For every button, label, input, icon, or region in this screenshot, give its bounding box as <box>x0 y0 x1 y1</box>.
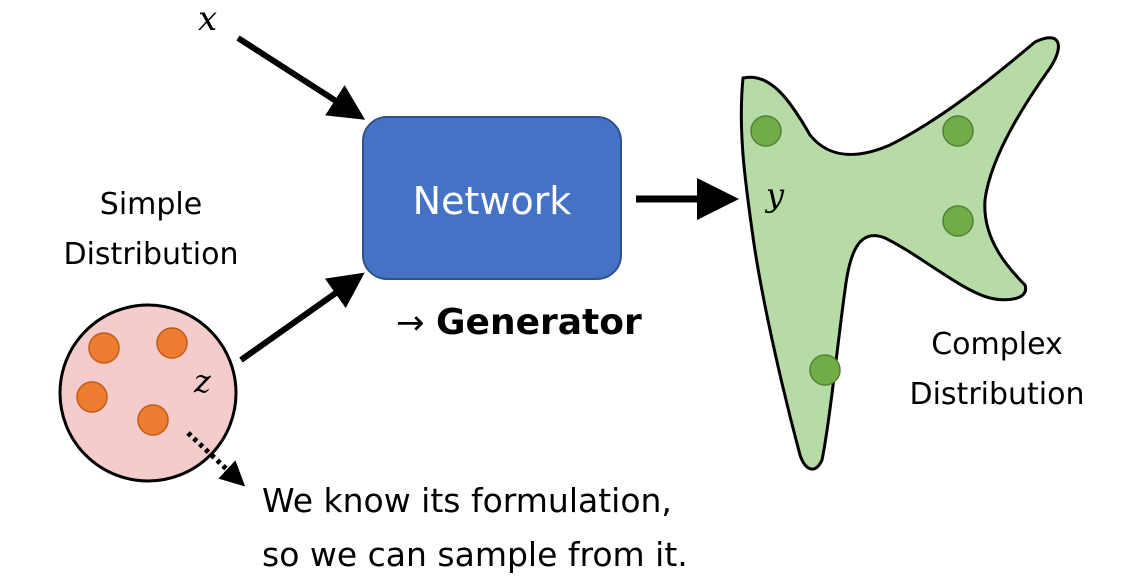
note-pointer-arrow <box>186 431 246 487</box>
complex-distribution-line1: Complex <box>931 327 1063 362</box>
sample-dot <box>76 381 108 413</box>
note-line2: so we can sample from it. <box>262 535 688 574</box>
simple-distribution-line2: Distribution <box>63 237 238 272</box>
generator-label: Generator <box>436 302 642 343</box>
generator-arrow-symbol: → <box>396 303 425 343</box>
network-label: Network <box>413 179 572 223</box>
note-line1: We know its formulation, <box>262 481 672 520</box>
sample-dot <box>750 115 782 147</box>
sample-dot <box>156 327 188 359</box>
arrow-z-to-network <box>239 272 365 363</box>
simple-distribution-line1: Simple <box>100 187 202 222</box>
network-box <box>362 116 622 280</box>
sample-dot <box>942 115 974 147</box>
z-label: z <box>193 362 212 400</box>
sample-dot <box>809 354 841 386</box>
input-x-label: x <box>198 0 217 39</box>
arrow-x-to-network <box>236 35 366 120</box>
y-label: y <box>764 176 785 214</box>
sample-dot <box>88 332 120 364</box>
complex-distribution-line2: Distribution <box>909 377 1084 412</box>
sample-dot <box>942 205 974 237</box>
sample-dot <box>137 404 169 436</box>
